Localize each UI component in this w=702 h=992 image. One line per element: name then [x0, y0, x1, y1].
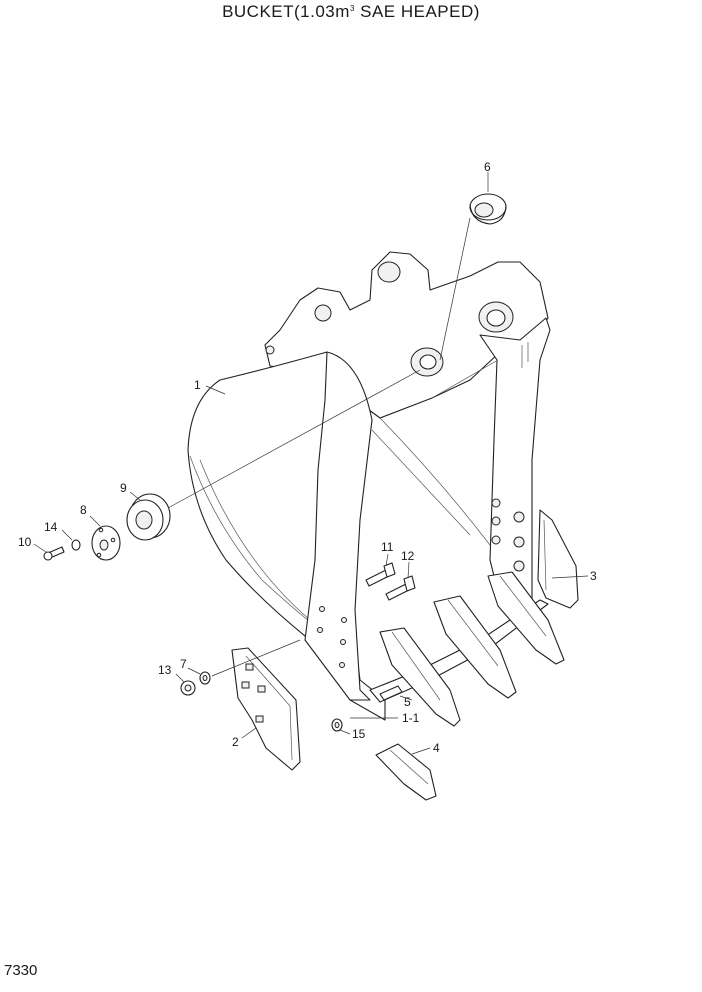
- callout-12: 12: [401, 549, 415, 563]
- callout-labels: 1 2 3 4 5 6 7 8 9 10 11 12 13 14 15 1-1: [18, 160, 597, 755]
- callout-5: 5: [404, 695, 411, 709]
- callout-11: 11: [381, 540, 394, 554]
- part-11-bolt: [365, 562, 396, 587]
- callout-4: 4: [433, 741, 440, 755]
- part-8-plate: [91, 525, 121, 561]
- callout-15: 15: [352, 727, 366, 741]
- part-12-bolt: [385, 575, 416, 601]
- page-number: 7330: [4, 962, 38, 979]
- part-15-nut: [331, 718, 343, 732]
- part-7-washer: [199, 671, 211, 685]
- callout-2: 2: [232, 735, 239, 749]
- part-6-bushing: [469, 193, 507, 225]
- callout-9: 9: [120, 481, 127, 495]
- part-14-washer: [71, 539, 81, 551]
- diagram-title: BUCKET(1.03m3 SAE HEAPED): [222, 2, 480, 21]
- callout-13: 13: [158, 663, 172, 677]
- part-2-side-cutter-left: [231, 647, 301, 771]
- part-4-teeth: [375, 571, 565, 801]
- part-9-shim: [126, 493, 171, 541]
- callout-6: 6: [484, 160, 491, 174]
- part-5-pin: [379, 685, 403, 701]
- part-3-side-cutter-right: [537, 509, 579, 609]
- callout-3: 3: [590, 569, 597, 583]
- callout-14: 14: [44, 520, 58, 534]
- callout-10: 10: [18, 535, 32, 549]
- callout-7: 7: [180, 657, 187, 671]
- callout-1: 1: [194, 378, 201, 392]
- part-10-bolt: [43, 546, 65, 561]
- leader-lines: [33, 172, 589, 755]
- callout-1-1: 1-1: [402, 711, 420, 725]
- callout-8: 8: [80, 503, 87, 517]
- part-13-nut: [180, 680, 196, 696]
